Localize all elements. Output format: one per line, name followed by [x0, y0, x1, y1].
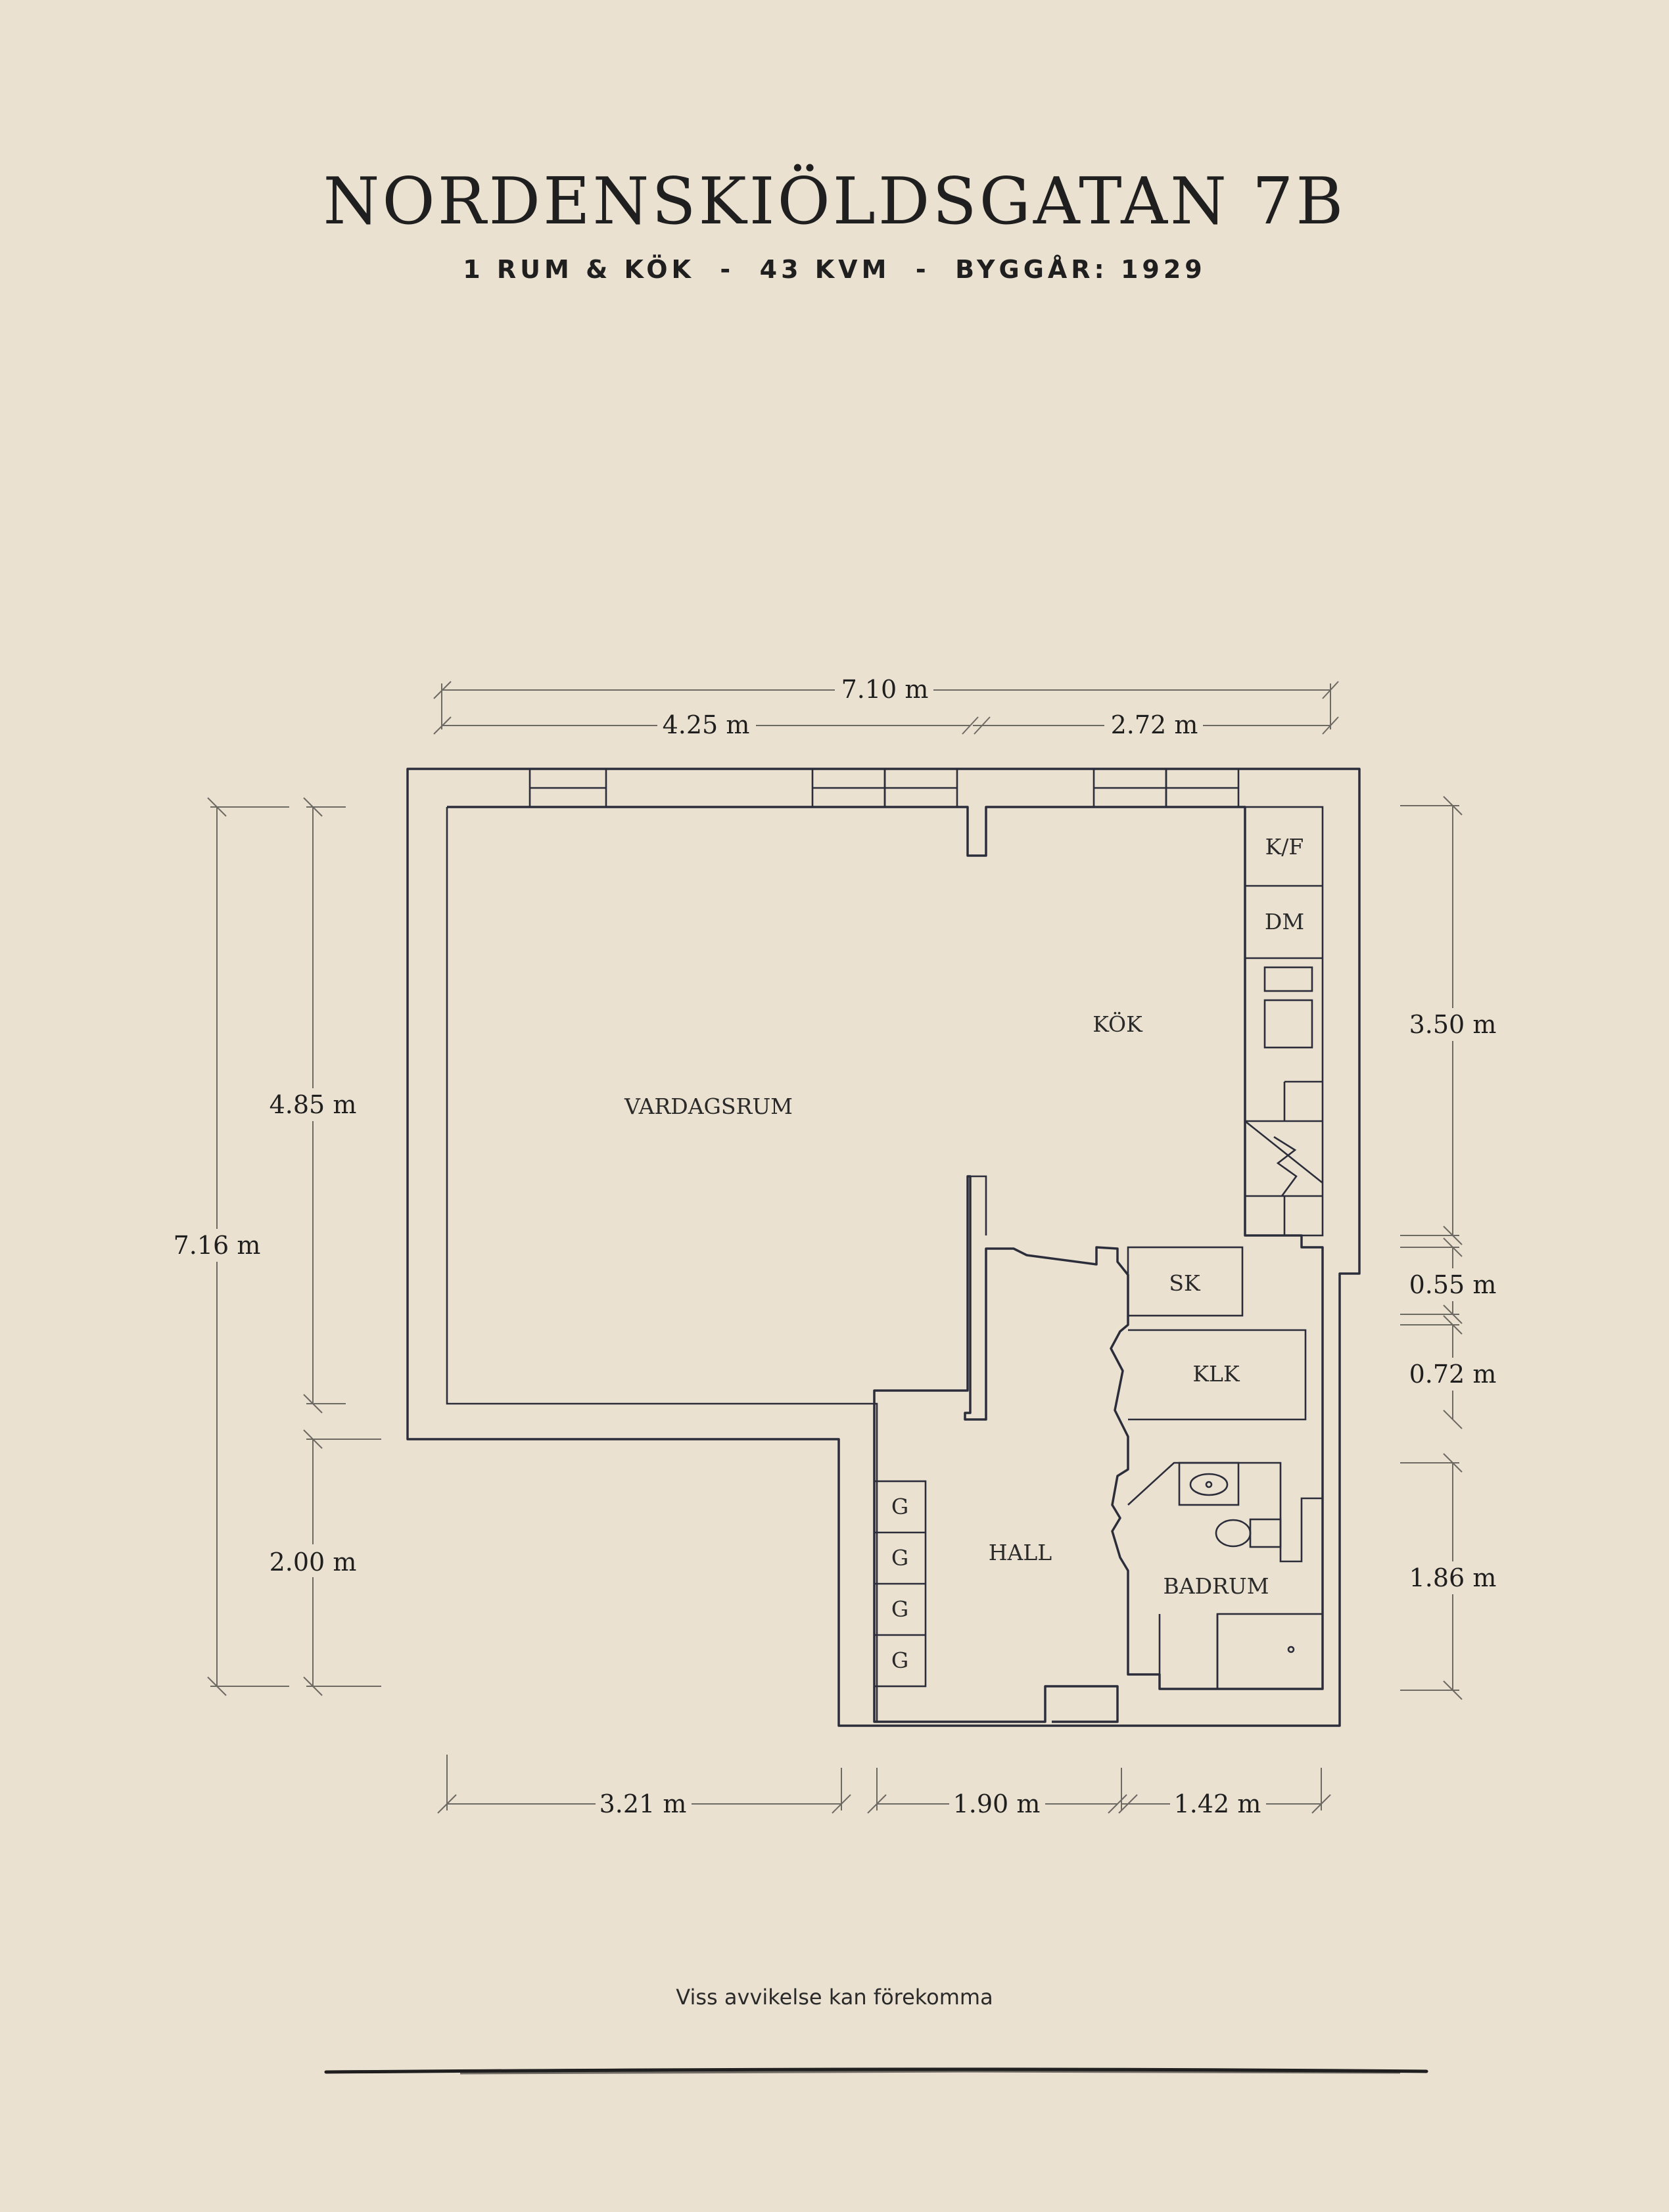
dimension-labels: 7.10 m 4.25 m 2.72 m 7.16 m 4.85 m 2.00 …: [172, 672, 1499, 1820]
wardrobe-label: G: [891, 1545, 908, 1571]
wardrobe-label: G: [891, 1494, 908, 1519]
wardrobe-label: G: [891, 1596, 908, 1622]
kitchen-counter: [1244, 806, 1324, 1237]
wardrobe-label: G: [891, 1647, 908, 1673]
toilet-icon: [1215, 1519, 1252, 1548]
room-label-vardagsrum: VARDAGSRUM: [624, 1094, 793, 1119]
dim-left-lower: 2.00 m: [270, 1548, 357, 1577]
dim-top-total: 7.10 m: [841, 675, 929, 704]
sink-icon: [1178, 1462, 1240, 1506]
fixture-label-dm: DM: [1265, 909, 1304, 934]
dim-top-right: 2.72 m: [1111, 710, 1198, 739]
windows: [529, 768, 1240, 808]
shower-icon: [1216, 1613, 1324, 1690]
dim-bottom-right: 1.42 m: [1174, 1789, 1261, 1818]
disclaimer-text: Viss avvikelse kan förekomma: [676, 1985, 993, 2010]
dim-right-kok: 3.50 m: [1409, 1010, 1497, 1039]
stove-icon: [1244, 1120, 1323, 1197]
room-label-sk: SK: [1169, 1270, 1201, 1296]
dim-right-badrum: 1.86 m: [1409, 1563, 1497, 1592]
dim-top-left: 4.25 m: [663, 710, 750, 739]
room-labels: VARDAGSRUM KÖK HALL BADRUM SK KLK K/F DM…: [624, 834, 1304, 1673]
brush-divider: [324, 2067, 1428, 2074]
dim-left-upper: 4.85 m: [270, 1090, 357, 1119]
page-subtitle: 1 RUM & KÖK - 43 KVM - BYGGÅR: 1929: [463, 255, 1206, 284]
wardrobes: [873, 1480, 927, 1688]
closet-klk: [1128, 1329, 1307, 1421]
room-label-klk: KLK: [1192, 1361, 1240, 1387]
closet-sk: [1127, 1246, 1244, 1317]
dim-right-sk: 0.55 m: [1409, 1270, 1497, 1299]
dim-bottom-mid: 1.90 m: [953, 1789, 1041, 1818]
room-label-kok: KÖK: [1093, 1011, 1143, 1037]
room-label-hall: HALL: [989, 1540, 1052, 1565]
dim-bottom-left: 3.21 m: [599, 1789, 687, 1818]
page-title: NORDENSKIÖLDSGATAN 7B: [323, 164, 1346, 239]
bathroom-fixtures: [1127, 1462, 1324, 1690]
room-label-badrum: BADRUM: [1164, 1573, 1269, 1599]
dim-right-klk: 0.72 m: [1409, 1360, 1497, 1389]
fixture-label-kf: K/F: [1265, 834, 1304, 860]
dim-left-total: 7.16 m: [174, 1231, 261, 1260]
walls: [406, 768, 1361, 1727]
